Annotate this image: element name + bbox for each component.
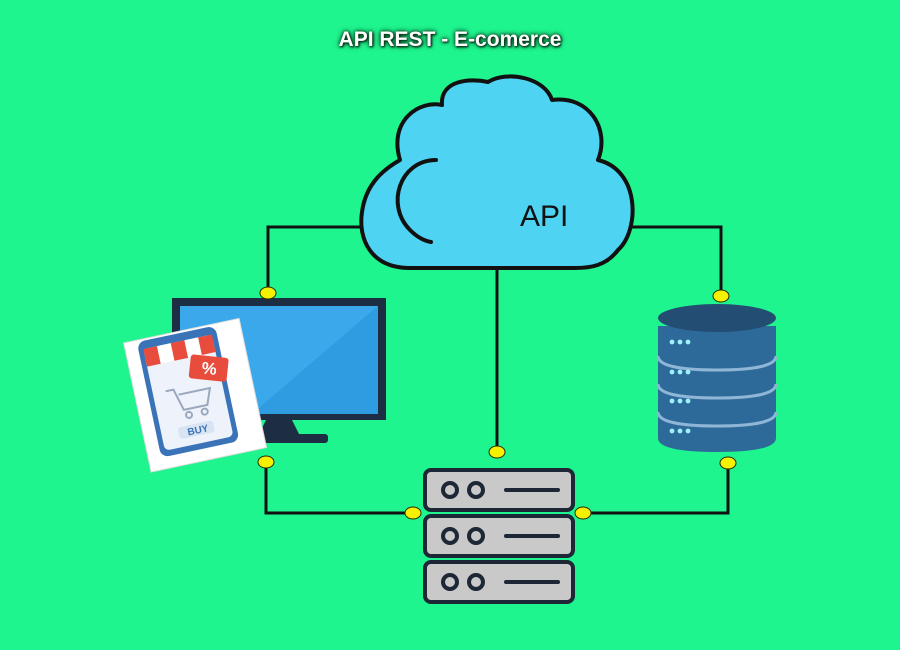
discount-label: % (201, 358, 218, 378)
cloud-icon: API (359, 74, 635, 270)
connection-nodes (257, 286, 737, 520)
connector-cloud-monitor (266, 225, 368, 293)
shop-card-icon: BUY % (123, 317, 268, 473)
cloud-label: API (520, 200, 568, 233)
connector-cloud-database (628, 225, 723, 296)
node-monitor-bottom (257, 455, 275, 469)
database-icon (656, 304, 778, 452)
buy-label: BUY (187, 423, 210, 438)
connector-database-server (584, 463, 730, 515)
server-rack-icon (423, 468, 575, 604)
node-server-right (574, 506, 592, 520)
node-server-top (488, 445, 506, 459)
node-monitor-top (259, 286, 277, 300)
node-server-left (404, 506, 422, 520)
node-database-bottom (719, 456, 737, 470)
node-database-top (712, 289, 730, 303)
connector-lines (264, 225, 730, 515)
connector-monitor-server (264, 462, 412, 515)
diagram-title: API REST - E-comerce (338, 28, 562, 51)
